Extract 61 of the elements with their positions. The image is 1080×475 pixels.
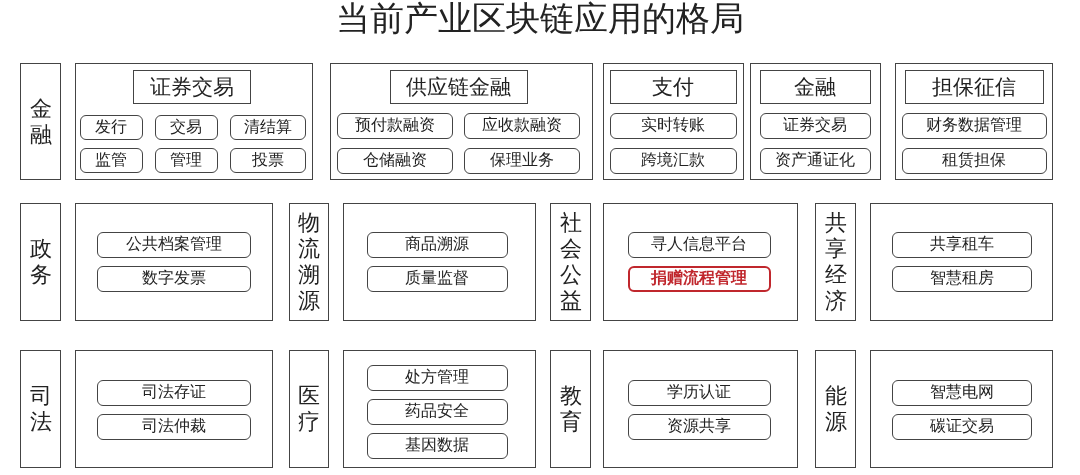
category-box: 医疗 xyxy=(289,350,329,468)
category-box: 社会公益 xyxy=(550,203,591,321)
heading-box: 支付 xyxy=(609,69,737,104)
group-panel xyxy=(75,203,273,321)
item-box: 跨境汇款 xyxy=(609,147,737,174)
item-box: 基因数据 xyxy=(366,432,508,459)
item-box: 药品安全 xyxy=(366,398,508,425)
category-box: 司法 xyxy=(20,350,61,468)
item-box: 公共档案管理 xyxy=(96,231,251,258)
title: 当前产业区块链应用的格局 xyxy=(335,0,745,40)
group-panel xyxy=(603,203,798,321)
item-box: 质量监督 xyxy=(366,265,508,292)
item-box: 寻人信息平台 xyxy=(627,231,771,258)
group-panel xyxy=(603,63,744,180)
item-box: 证券交易 xyxy=(759,112,871,139)
item-box: 预付款融资 xyxy=(336,112,453,139)
item-box: 碳证交易 xyxy=(891,413,1032,440)
group-panel xyxy=(343,203,536,321)
item-box: 租赁担保 xyxy=(901,147,1047,174)
item-box: 发行 xyxy=(79,114,143,140)
group-panel xyxy=(75,350,273,468)
item-box: 保理业务 xyxy=(463,147,580,174)
category-box: 金融 xyxy=(20,63,61,180)
category-box: 政务 xyxy=(20,203,61,321)
item-box: 商品溯源 xyxy=(366,231,508,258)
group-panel xyxy=(603,350,798,468)
item-box: 监管 xyxy=(79,147,143,173)
group-panel xyxy=(870,203,1053,321)
item-box: 财务数据管理 xyxy=(901,112,1047,139)
item-box: 仓储融资 xyxy=(336,147,453,174)
item-box: 管理 xyxy=(154,147,218,173)
item-box: 数字发票 xyxy=(96,265,251,292)
category-box: 共享经济 xyxy=(815,203,856,321)
item-box: 资源共享 xyxy=(627,413,771,440)
item-box: 投票 xyxy=(229,147,306,173)
heading-box: 担保征信 xyxy=(904,69,1044,104)
item-box: 交易 xyxy=(154,114,218,140)
item-box: 共享租车 xyxy=(891,231,1032,258)
item-box: 学历认证 xyxy=(627,379,771,406)
item-box: 实时转账 xyxy=(609,112,737,139)
category-box: 能源 xyxy=(815,350,856,468)
item-box: 智慧电网 xyxy=(891,379,1032,406)
item-box: 资产通证化 xyxy=(759,147,871,174)
item-box: 智慧租房 xyxy=(891,265,1032,292)
group-panel xyxy=(895,63,1053,180)
heading-box: 供应链金融 xyxy=(389,69,528,104)
group-panel xyxy=(870,350,1053,468)
group-panel xyxy=(343,350,536,468)
group-panel xyxy=(330,63,593,180)
heading-box: 金融 xyxy=(759,69,871,104)
group-panel xyxy=(750,63,881,180)
heading-box: 证券交易 xyxy=(132,69,251,104)
category-box: 教育 xyxy=(550,350,591,468)
item-box: 司法存证 xyxy=(96,379,251,406)
item-box: 应收款融资 xyxy=(463,112,580,139)
highlighted-item-box: 捐赠流程管理 xyxy=(627,265,771,292)
category-box: 物流溯源 xyxy=(289,203,329,321)
item-box: 司法仲裁 xyxy=(96,413,251,440)
item-box: 处方管理 xyxy=(366,364,508,391)
group-panel xyxy=(75,63,313,180)
item-box: 清结算 xyxy=(229,114,306,140)
